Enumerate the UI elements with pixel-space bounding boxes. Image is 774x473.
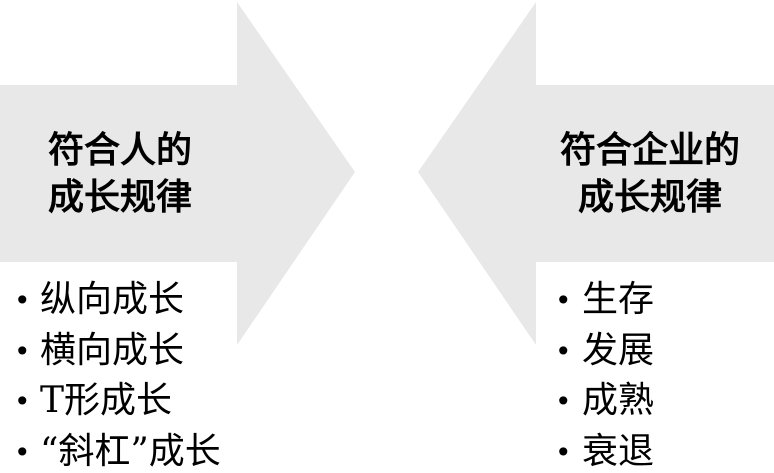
list-item-text: 成熟 <box>582 380 655 422</box>
list-item: • 成熟 <box>555 382 654 420</box>
left-title-line-1: 符合人的 <box>48 130 193 171</box>
right-pointing-arrow <box>0 2 355 345</box>
bullet-icon: • <box>555 284 572 317</box>
bullet-icon: • <box>14 284 31 317</box>
bullet-icon: • <box>14 385 31 419</box>
list-item: • “斜杠”成长 <box>14 430 221 472</box>
bullet-icon: • <box>555 385 572 419</box>
list-item-text: “斜杠”成长 <box>40 430 221 472</box>
right-arrow-title: 符合企业的 成长规律 <box>530 127 770 221</box>
list-item: • 生存 <box>555 281 654 319</box>
list-item: • 发展 <box>555 329 655 371</box>
list-item-text: 生存 <box>582 279 655 320</box>
list-item: • 横向成长 <box>14 329 221 371</box>
bullet-icon: • <box>555 334 572 368</box>
bullet-icon: • <box>14 435 31 469</box>
right-title-line-1: 符合企业的 <box>559 130 740 171</box>
list-item: • T形成长 <box>14 382 221 420</box>
list-item-text: T形成长 <box>40 380 173 422</box>
list-item-text: 纵向成长 <box>40 279 185 320</box>
list-item: • 衰退 <box>555 430 655 472</box>
left-title-line-2: 成长规律 <box>48 177 193 218</box>
right-title-line-2: 成长规律 <box>577 177 722 218</box>
left-arrow-title: 符合人的 成长规律 <box>48 127 192 221</box>
bullet-icon: • <box>14 334 31 368</box>
left-bullet-list: • 纵向成长 • 横向成长 • T形成长 • “斜杠”成长 <box>14 281 221 471</box>
right-bullet-list: • 生存 • 发展 • 成熟 • 衰退 <box>555 281 654 471</box>
list-item-text: 衰退 <box>582 430 655 472</box>
list-item-text: 横向成长 <box>40 329 185 371</box>
list-item-text: 发展 <box>582 329 655 371</box>
bullet-icon: • <box>555 435 572 469</box>
list-item: • 纵向成长 <box>14 281 221 319</box>
left-pointing-arrow <box>418 2 774 345</box>
